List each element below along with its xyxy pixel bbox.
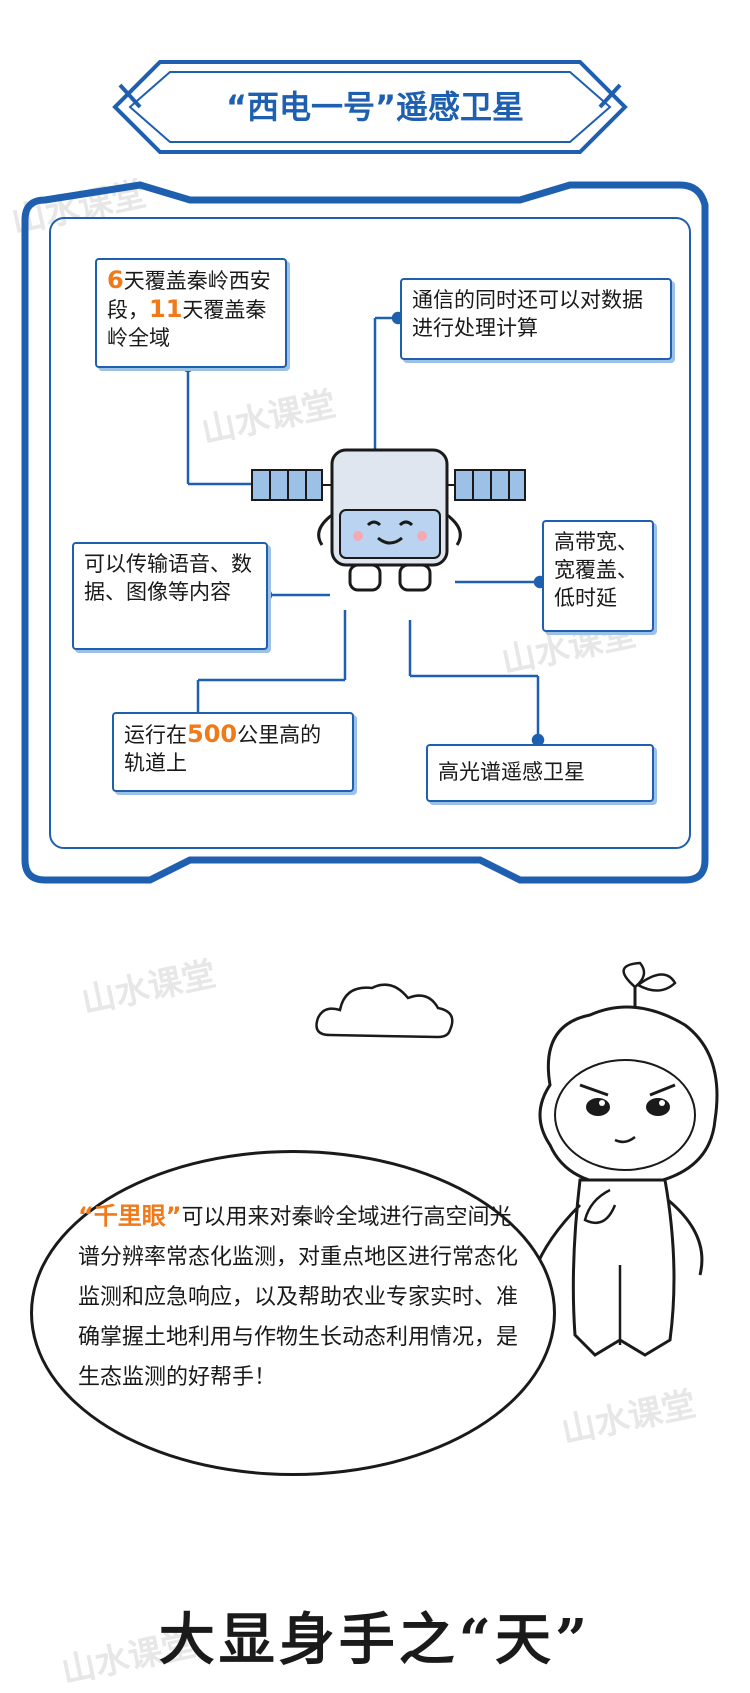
watermark: 山水课堂 [558, 1384, 700, 1452]
orbit-text-1: 运行在 [124, 723, 187, 747]
orbit-altitude: 500 [187, 720, 238, 748]
speech-bubble [30, 1150, 556, 1476]
speech-text: “千里眼”可以用来对秦岭全域进行高空间光谱分辨率常态化监测，对重点地区进行常态化… [78, 1196, 518, 1398]
section-heading: 大显身手之“天” [158, 1607, 592, 1673]
page-title: “西电一号”遥感卫星 [225, 88, 525, 126]
watermark: 山水课堂 [78, 954, 220, 1022]
feature-coverage: 6天覆盖秦岭西安段，11天覆盖秦岭全域 [95, 258, 287, 368]
feature-compute: 通信的同时还可以对数据进行处理计算 [400, 278, 672, 360]
coverage-text-2: 天覆盖秦岭全域 [107, 298, 267, 350]
orbit-text-2: 公里高的轨道上 [124, 723, 322, 775]
feature-spectral: 高光谱遥感卫星 [426, 744, 654, 802]
speech-body: 可以用来对秦岭全域进行高空间光谱分辨率常态化监测，对重点地区进行常态化监测和应急… [78, 1205, 519, 1390]
feature-bandwidth: 高带宽、宽覆盖、低时延 [542, 520, 654, 632]
cloud-icon [315, 983, 454, 1039]
feature-orbit: 运行在500公里高的轨道上 [112, 712, 354, 792]
feature-transmit: 可以传输语音、数据、图像等内容 [72, 542, 268, 650]
coverage-text-1: 天覆盖秦岭西安段， [107, 269, 271, 322]
title-banner [112, 60, 628, 154]
mascot-character-icon [528, 961, 719, 1357]
coverage-days-west: 6 [107, 266, 124, 294]
speech-quote: “千里眼” [78, 1202, 182, 1230]
coverage-days-all: 11 [149, 295, 183, 323]
frame-inner [49, 217, 691, 849]
frame-outer [21, 181, 709, 884]
satellite-mascot-icon [251, 448, 526, 592]
